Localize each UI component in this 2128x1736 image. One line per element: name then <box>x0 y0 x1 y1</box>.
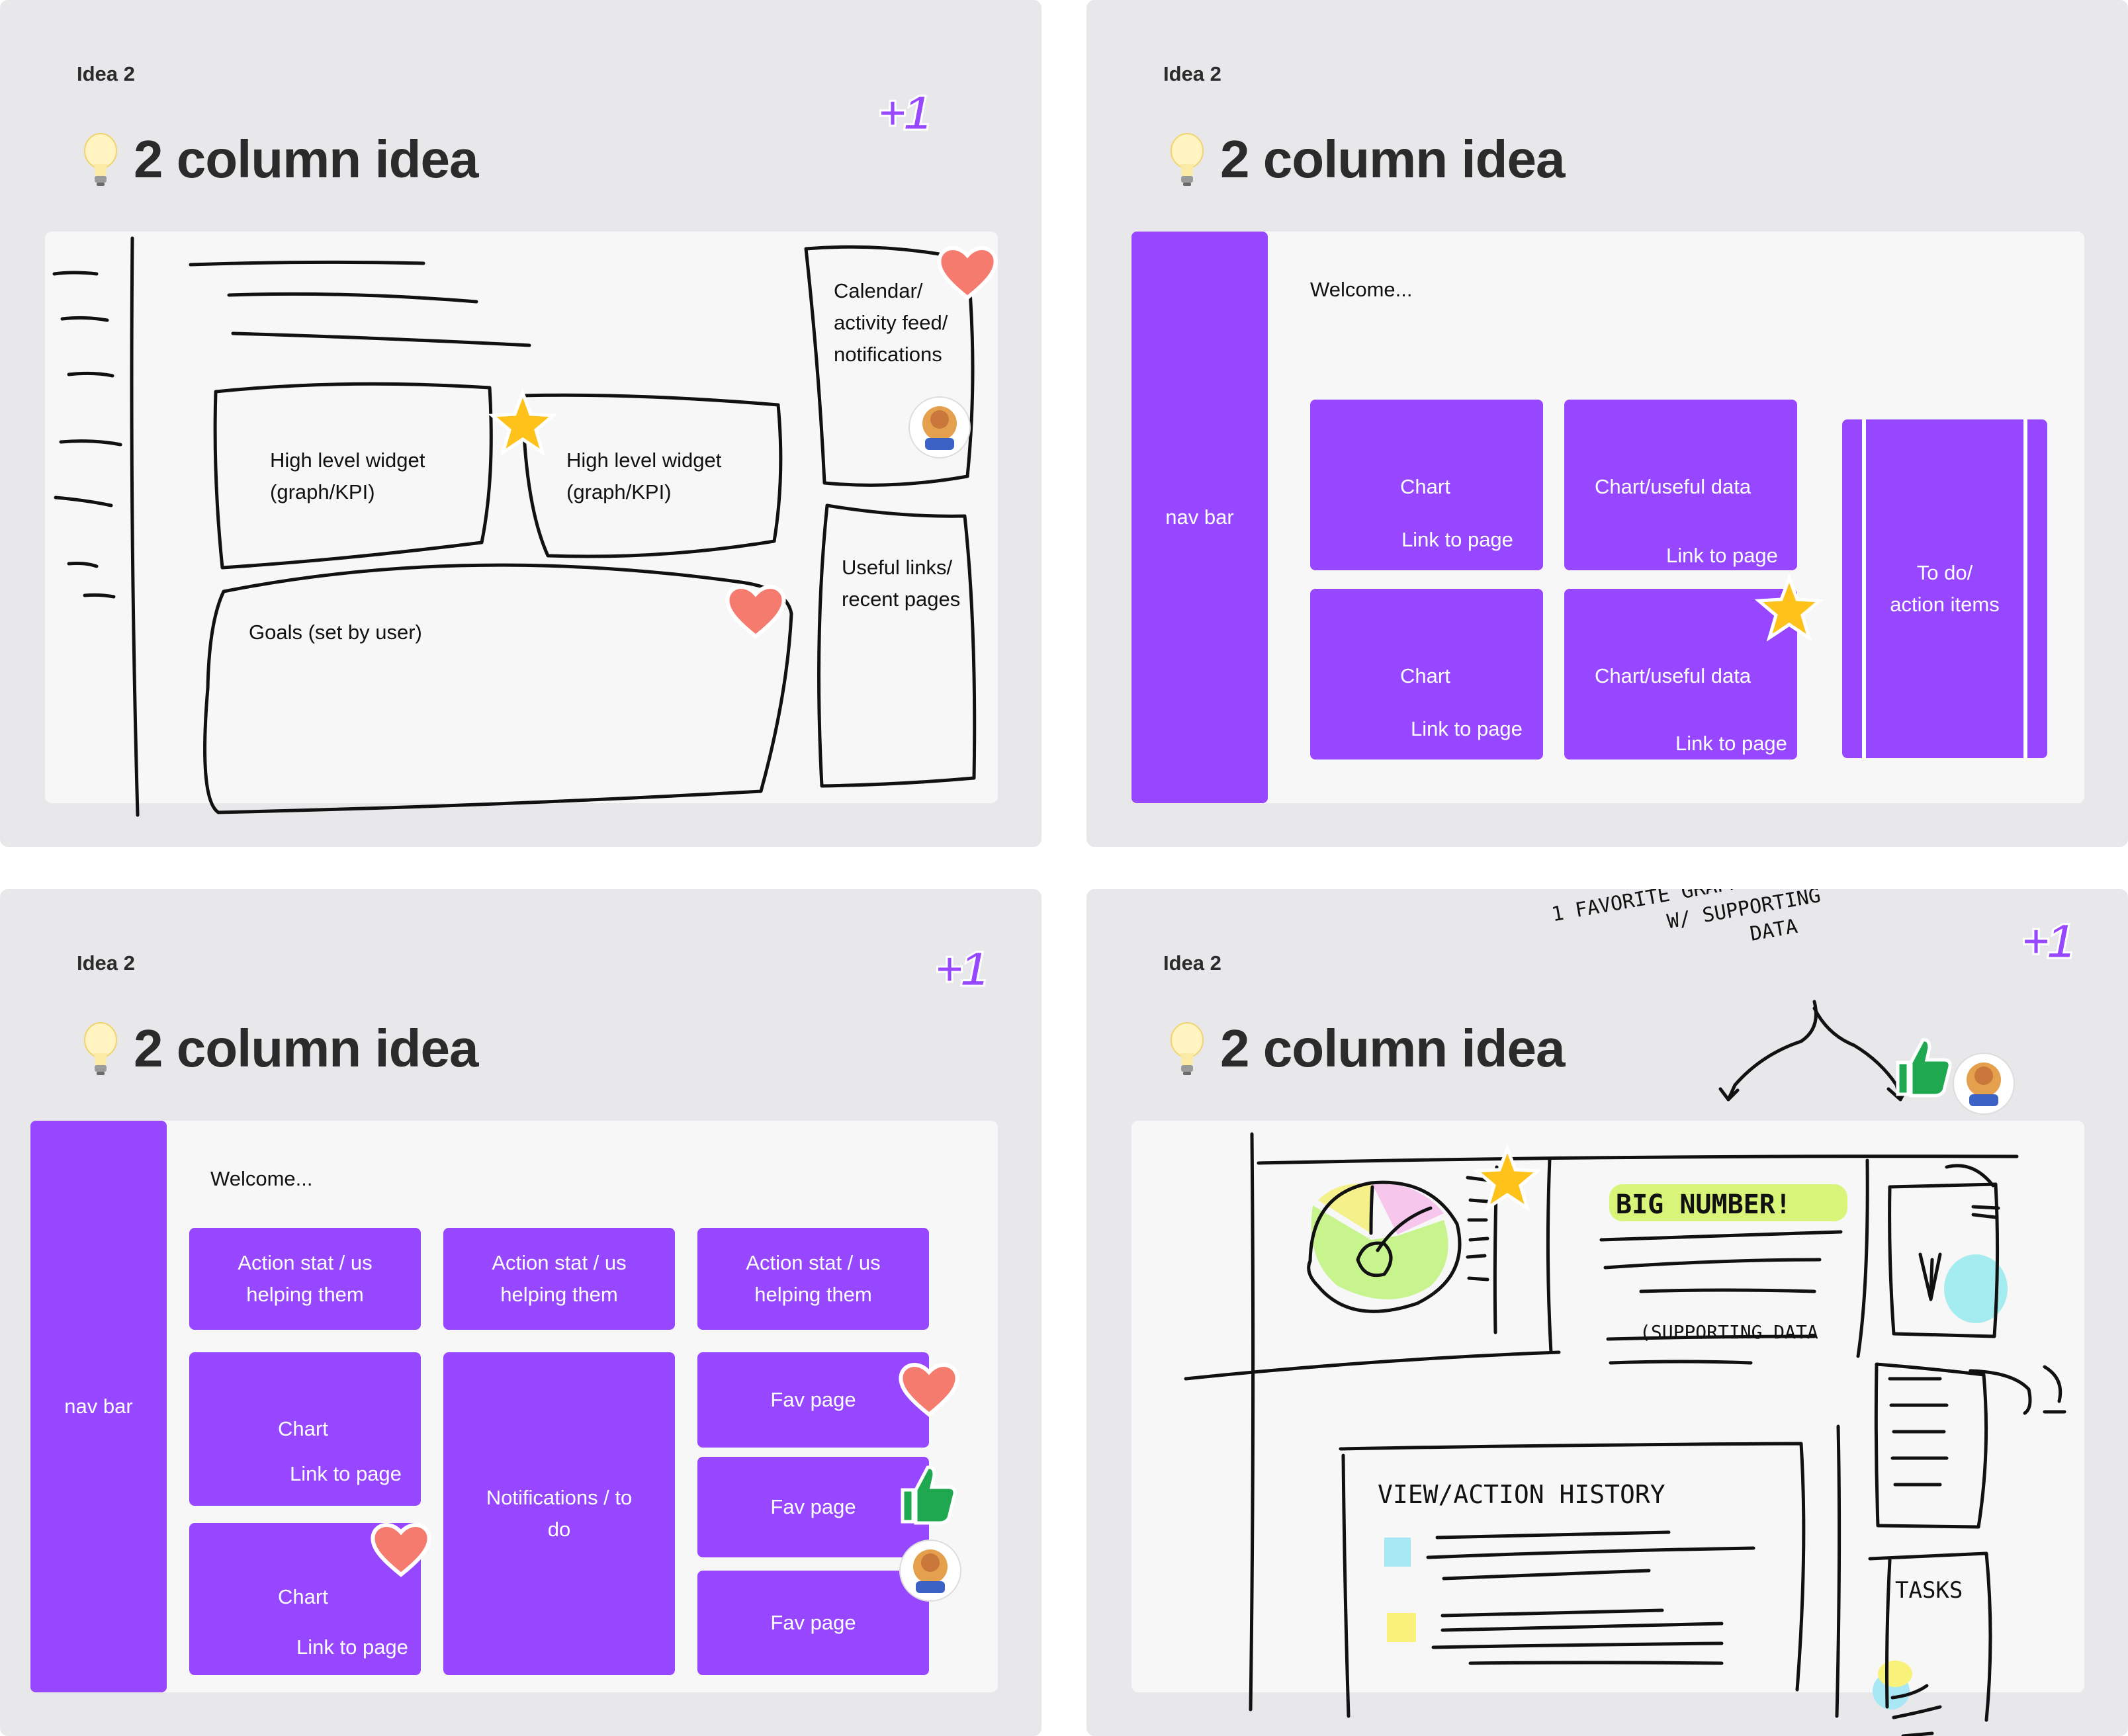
useful-data-card[interactable] <box>1564 400 1797 570</box>
hand-drawn-sketch <box>1184 1000 2066 1736</box>
chart-link[interactable]: Link to page <box>290 1462 402 1485</box>
thumbs-up-icon[interactable] <box>1888 1033 1955 1100</box>
widget-label-2: High level widget(graph/KPI) <box>566 449 722 504</box>
star-icon[interactable] <box>488 388 558 456</box>
chart-label: Chart <box>1400 664 1450 687</box>
frame-title: 2 column idea <box>81 1012 478 1085</box>
useful-data-card[interactable] <box>1564 589 1797 760</box>
panel-sketch-wireframe: Idea 2 2 column idea <box>0 0 1042 847</box>
fav-page-card[interactable]: Fav page <box>697 1571 929 1675</box>
heart-icon[interactable] <box>896 1358 962 1421</box>
todo-divider <box>2023 419 2027 758</box>
useful-data-label: Chart/useful data <box>1595 664 1751 687</box>
chart-card[interactable] <box>1310 589 1543 760</box>
chart-card[interactable] <box>189 1352 421 1506</box>
links-label: Useful links/recent pages <box>842 556 961 611</box>
star-icon[interactable] <box>1472 1143 1542 1212</box>
lightbulb-icon <box>1171 133 1204 186</box>
star-icon[interactable] <box>1754 573 1824 642</box>
tasks-label: TASKS <box>1895 1577 1963 1604</box>
panel-mock-grid: Idea 2 2 column idea nav bar Welcome... … <box>0 889 1042 1736</box>
chart-label: Chart <box>278 1417 328 1440</box>
goals-label: Goals (set by user) <box>249 621 422 644</box>
lightbulb-icon <box>84 1022 117 1075</box>
hand-drawn-sketch <box>52 236 977 817</box>
chart-link[interactable]: Link to page <box>296 1635 408 1659</box>
plus-one-sticker[interactable]: +1 <box>933 941 988 998</box>
useful-data-link[interactable]: Link to page <box>1675 732 1787 755</box>
useful-data-label: Chart/useful data <box>1595 475 1751 498</box>
lightbulb-icon <box>1171 1022 1204 1075</box>
nav-bar[interactable]: nav bar <box>30 1121 167 1692</box>
chart-label: Chart <box>278 1585 328 1608</box>
calendar-label: Calendar/activity feed/notifications <box>834 279 948 367</box>
supporting-data-label: (SUPPORTING DATA <box>1640 1321 1818 1343</box>
chart-card[interactable] <box>1310 400 1543 570</box>
frame-label: Idea 2 <box>1163 62 1221 85</box>
history-label: VIEW/ACTION HISTORY <box>1378 1480 1665 1509</box>
widget-label-1: High level widget(graph/KPI) <box>270 449 425 504</box>
plus-one-sticker[interactable]: +1 <box>2019 913 2074 970</box>
chart-label: Chart <box>1400 475 1450 498</box>
frame-title: 2 column idea <box>1167 123 1565 196</box>
nav-bar[interactable]: nav bar <box>1131 232 1268 803</box>
avatar-icon[interactable] <box>897 1538 963 1604</box>
panel-sketch-concept: Idea 2 2 column idea <box>1086 889 2128 1736</box>
heart-icon[interactable] <box>723 580 789 643</box>
welcome-text: Welcome... <box>1310 278 1413 301</box>
fav-page-card[interactable]: Fav page <box>697 1352 929 1448</box>
sketch-canvas <box>45 232 998 803</box>
frame-label: Idea 2 <box>77 951 135 975</box>
frame-title: 2 column idea <box>81 123 478 196</box>
chart-link[interactable]: Link to page <box>1411 717 1523 740</box>
useful-data-link[interactable]: Link to page <box>1666 544 1778 567</box>
big-number-label: BIG NUMBER! <box>1616 1190 1791 1220</box>
todo-divider <box>1862 419 1866 758</box>
todo-card[interactable]: To do/action items <box>1842 419 2047 758</box>
panel-mock-dashboard: Idea 2 2 column idea nav bar Welcome... … <box>1086 0 2128 847</box>
chart-link[interactable]: Link to page <box>1401 528 1513 551</box>
avatar-icon[interactable] <box>907 394 973 460</box>
heart-icon[interactable] <box>934 241 1000 304</box>
welcome-text: Welcome... <box>210 1167 313 1190</box>
lightbulb-icon <box>84 133 117 186</box>
thumbs-up-icon[interactable] <box>893 1461 959 1527</box>
fav-page-card[interactable]: Fav page <box>697 1457 929 1557</box>
heart-icon[interactable] <box>368 1518 434 1581</box>
frame-label: Idea 2 <box>77 62 135 85</box>
frame-label: Idea 2 <box>1163 951 1221 975</box>
avatar-icon[interactable] <box>1951 1051 2017 1117</box>
plus-one-sticker[interactable]: +1 <box>876 85 931 142</box>
frame-title: 2 column idea <box>1167 1012 1565 1085</box>
